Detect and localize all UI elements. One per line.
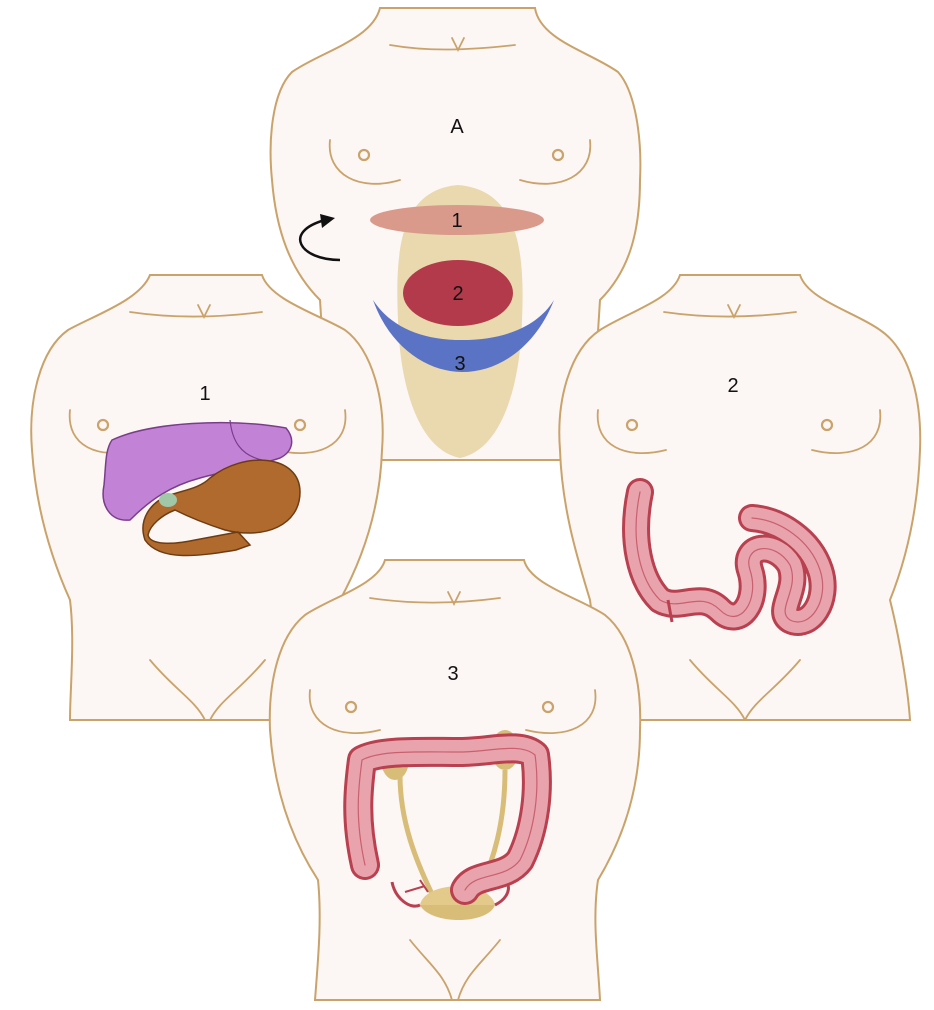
panel-3-label: 3 <box>447 663 458 685</box>
panel-2-label: 2 <box>727 375 738 397</box>
figure-a-label: A <box>450 116 464 138</box>
panel-1-label: 1 <box>199 383 210 405</box>
region-3-label: 3 <box>454 353 465 375</box>
panel-3-torso <box>270 560 640 1000</box>
region-2-label: 2 <box>452 283 463 305</box>
region-1-label: 1 <box>451 210 462 232</box>
